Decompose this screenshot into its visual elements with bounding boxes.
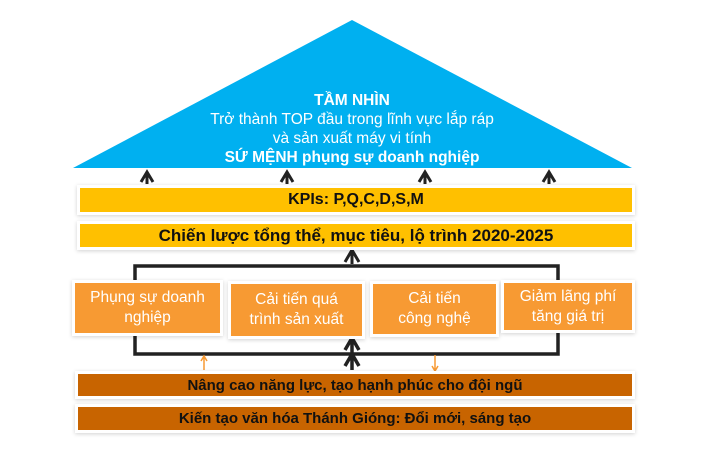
arrow-up-icon (279, 169, 295, 184)
foundation-bar-culture: Kiến tạo văn hóa Thánh Gióng: Đổi mới, s… (78, 407, 632, 430)
pillar-label: trình sản xuất (249, 311, 344, 328)
arrow-up-icon (417, 169, 433, 184)
strategy-bar: Chiến lược tổng thể, mục tiêu, lộ trình … (80, 224, 632, 247)
vision-line-2: và sản xuất máy vi tính (272, 130, 432, 147)
pillar-box-waste: Giảm lãng phí tăng giá trị (504, 283, 632, 330)
arrow-up-icon (139, 169, 155, 184)
arrow-up-icon (541, 169, 557, 184)
foundation-bar-team: Nâng cao năng lực, tạo hạnh phúc cho đội… (78, 374, 632, 396)
pillar-box-technology: Cải tiến công nghệ (373, 284, 496, 334)
pillar-box-process: Cải tiến quá trình sản xuất (231, 284, 362, 336)
vision-title: TẦM NHÌN (314, 92, 390, 109)
small-arrow-up-icon (200, 354, 208, 370)
vision-line-1: Trở thành TOP đầu trong lĩnh vực lắp ráp (210, 111, 494, 128)
pillar-label: công nghệ (398, 310, 471, 327)
arrow-up-icon (343, 247, 361, 264)
small-arrow-down-icon (431, 355, 439, 373)
mission-text: SỨ MỆNH phụng sự doanh nghiệp (224, 149, 480, 166)
up-arrows-to-vision (139, 169, 557, 264)
arrow-up-icon (343, 334, 361, 370)
pillar-label: Cải tiến quá (255, 291, 338, 308)
vision-roof-triangle (73, 20, 632, 168)
pillar-box-service: Phụng sự doanh nghiệp (75, 283, 220, 333)
pillar-label: Cải tiến (408, 290, 461, 307)
vision-text: TẦM NHÌN Trở thành TOP đầu trong lĩnh vự… (152, 91, 552, 167)
pillar-frame (133, 264, 560, 370)
pillar-label: tăng giá trị (531, 307, 605, 325)
kpi-bar: KPIs: P,Q,C,D,S,M (80, 188, 632, 212)
pillar-label: Giảm lãng phí (519, 287, 617, 305)
pillar-label: Phụng sự doanh (90, 289, 205, 306)
pillar-label: nghiệp (124, 309, 171, 326)
